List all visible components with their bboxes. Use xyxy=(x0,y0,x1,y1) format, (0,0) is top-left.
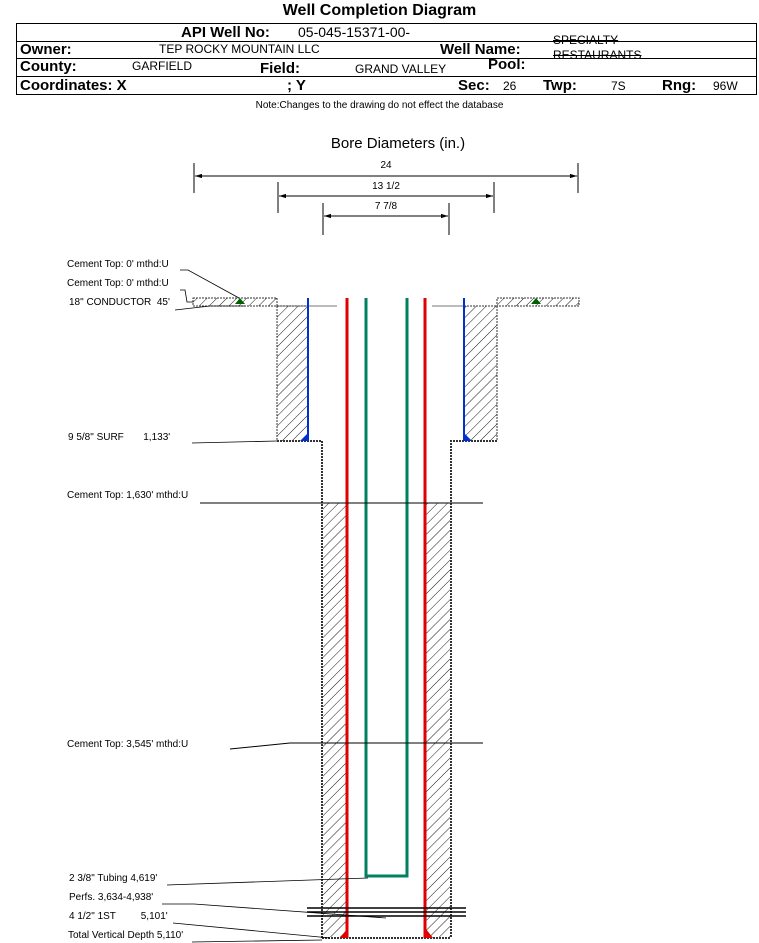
label-cement-top-2: Cement Top: 0' mthd:U xyxy=(67,278,169,289)
cement-marker xyxy=(531,298,541,304)
label-cement-top-4: Cement Top: 3,545' mthd:U xyxy=(67,739,188,750)
label-total-depth: Total Vertical Depth 5,110' xyxy=(68,930,183,941)
production-cement xyxy=(322,503,451,939)
annotation-labels: Cement Top: 0' mthd:U Cement Top: 0' mth… xyxy=(67,259,188,941)
field-value: GRAND VALLEY xyxy=(355,62,447,76)
owner-row: Owner: TEP ROCKY MOUNTAIN LLC Well Name:… xyxy=(17,33,756,62)
label-cement-top-3: Cement Top: 1,630' mthd:U xyxy=(67,490,188,501)
rng-value: 96W xyxy=(713,79,738,93)
bore-label: 24 xyxy=(380,160,392,171)
twp-value: 7S xyxy=(611,79,626,93)
label-tubing: 2 3/8" Tubing 4,619' xyxy=(69,873,157,884)
well-name-line2: RESTAURANTS xyxy=(553,48,642,62)
field-label: Field: xyxy=(260,60,300,77)
api-label: API Well No: xyxy=(181,24,270,41)
twp-label: Twp: xyxy=(543,77,577,94)
label-perfs: Perfs. 3,634-4,938' xyxy=(69,892,153,903)
conductor xyxy=(192,297,580,307)
rng-label: Rng: xyxy=(662,77,697,94)
perforations xyxy=(307,907,466,917)
label-cement-top-1: Cement Top: 0' mthd:U xyxy=(67,259,169,270)
bore-dimension-7-7-8: 7 7/8 xyxy=(322,201,450,235)
coord-y-label: ; Y xyxy=(287,77,306,94)
owner-label: Owner: xyxy=(20,41,72,58)
county-row: County: GARFIELD Field: GRAND VALLEY Poo… xyxy=(17,56,756,77)
sec-value: 26 xyxy=(503,79,517,93)
api-row: API Well No: 05-045-15371-00- xyxy=(17,24,756,42)
well-info-table: API Well No: 05-045-15371-00- Owner: TEP… xyxy=(16,23,757,95)
cement-marker xyxy=(235,298,245,304)
well-name-line1: SPECIALTY xyxy=(553,33,619,47)
pool-label: Pool: xyxy=(488,56,526,73)
bore-label: 7 7/8 xyxy=(375,201,398,212)
api-value: 05-045-15371-00- xyxy=(298,24,411,40)
bore-dimension-13-1-2: 13 1/2 xyxy=(277,181,495,213)
coord-x-label: Coordinates: X xyxy=(20,77,127,94)
leader-lines xyxy=(162,269,387,943)
sec-label: Sec: xyxy=(458,77,490,94)
label-surface-casing: 9 5/8" SURF 1,133' xyxy=(68,432,170,443)
well-name-label: Well Name: xyxy=(440,41,521,58)
tubing xyxy=(364,298,409,878)
note-text: Note:Changes to the drawing do not effec… xyxy=(255,100,504,111)
label-production-casing: 4 1/2" 1ST 5,101' xyxy=(69,911,168,922)
label-conductor: 18" CONDUCTOR 45' xyxy=(69,297,170,308)
diagram-title: Well Completion Diagram xyxy=(282,2,477,19)
coordinates-row: Coordinates: X ; Y Sec: 26 Twp: 7S Rng: … xyxy=(17,77,756,94)
bore-label: 13 1/2 xyxy=(372,181,400,192)
bore-dimension-24: 24 xyxy=(193,160,579,193)
county-label: County: xyxy=(20,58,77,75)
bore-diameters-title: Bore Diameters (in.) xyxy=(331,135,465,152)
county-value: GARFIELD xyxy=(132,59,193,73)
owner-value: TEP ROCKY MOUNTAIN LLC xyxy=(159,42,320,56)
